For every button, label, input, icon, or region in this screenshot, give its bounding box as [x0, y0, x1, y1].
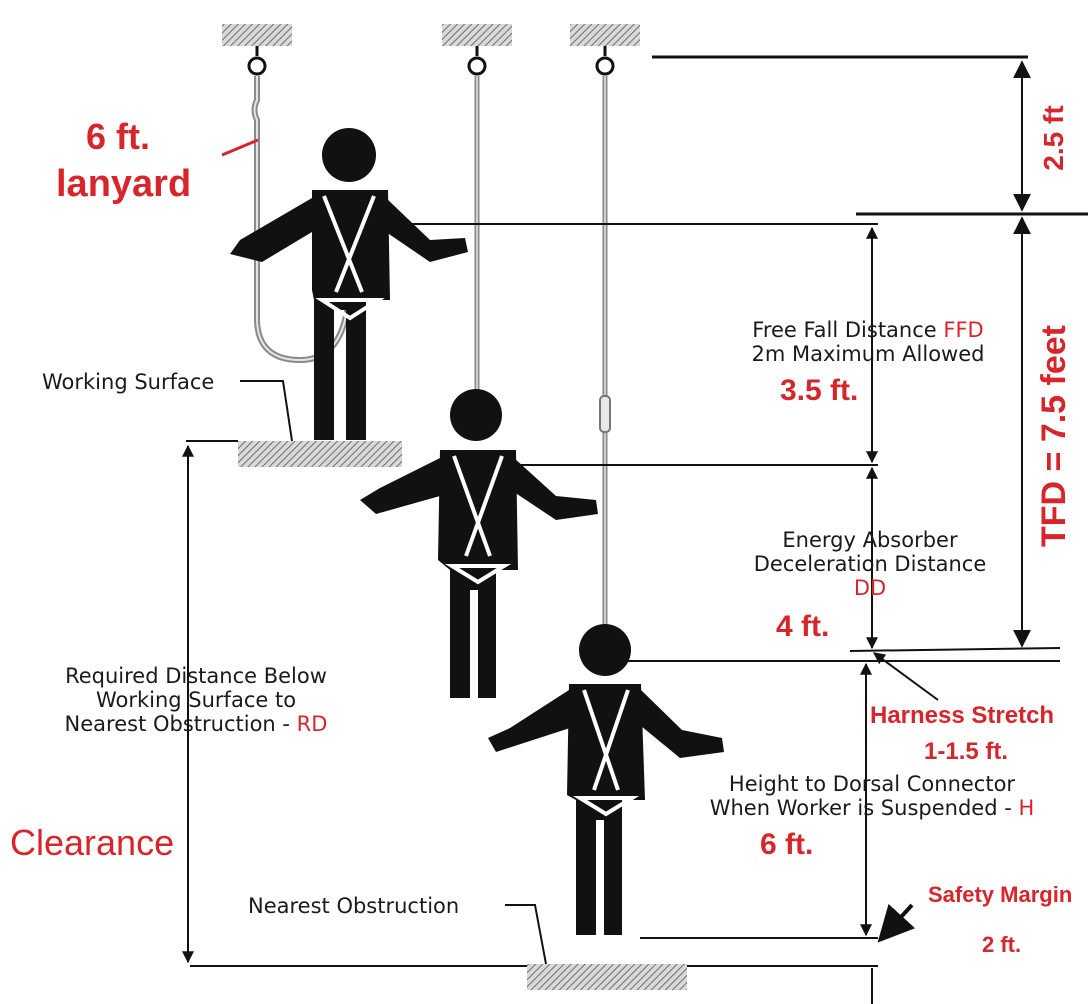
rd-line-2: Working Surface to: [95, 688, 297, 712]
harness-stretch-arrow: [873, 652, 939, 701]
top-distance-label: 2.5 ft: [1038, 105, 1069, 171]
worker-standing: [230, 128, 468, 440]
anchor-block-1: [222, 24, 292, 46]
anchor-block-3: [570, 24, 640, 46]
working-surface-leader: [240, 380, 293, 442]
dd-value: 4 ft.: [776, 610, 830, 643]
working-surface-block: [238, 441, 402, 467]
h-description: Height to Dorsal Connector When Worker i…: [684, 772, 1060, 820]
harness-stretch-label: Harness Stretch: [870, 702, 1055, 729]
harness-stretch-value: 1-1.5 ft.: [924, 738, 1009, 765]
ffd-value: 3.5 ft.: [780, 374, 859, 407]
dd-line-2: Deceleration Distance: [753, 552, 987, 576]
ffd-line-2: 2m Maximum Allowed: [751, 342, 985, 366]
h-code: H: [1018, 796, 1035, 820]
ref-line-tfd-bottom: [849, 647, 1061, 652]
worker-falling: [360, 389, 598, 698]
safety-margin-label: Safety Margin: [928, 882, 1073, 907]
obstruction-block: [527, 964, 687, 990]
lanyard-pointer: [221, 138, 259, 157]
rd-code: RD: [296, 712, 328, 736]
tfd-label: TFD = 7.5 feet: [1035, 325, 1073, 548]
anchor-hook-1: [247, 46, 267, 76]
ffd-line-1: Free Fall Distance: [752, 318, 944, 342]
safety-margin-value: 2 ft.: [982, 932, 1022, 957]
ffd-description: Free Fall Distance FFD 2m Maximum Allowe…: [728, 318, 1008, 366]
h-line-2: When Worker is Suspended -: [709, 796, 1019, 820]
dd-code: DD: [853, 576, 887, 600]
dd-line-1: Energy Absorber: [782, 528, 958, 552]
anchor-block-2: [442, 24, 512, 46]
worker-suspended: [488, 624, 724, 935]
rd-line-1: Required Distance Below: [65, 664, 327, 688]
rd-description: Required Distance Below Working Surface …: [38, 664, 354, 736]
anchor-hook-3: [595, 46, 615, 76]
working-surface-label: Working Surface: [42, 370, 215, 394]
obstruction-leader: [505, 904, 547, 965]
lanyard-label: lanyard: [56, 163, 192, 205]
ffd-code: FFD: [943, 318, 984, 342]
h-line-1: Height to Dorsal Connector: [728, 772, 1016, 796]
energy-absorber: [599, 395, 611, 433]
h-value: 6 ft.: [760, 828, 814, 861]
anchor-hook-2: [467, 46, 487, 76]
nearest-obstruction-label: Nearest Obstruction: [248, 894, 460, 918]
safety-margin-arrow: [877, 903, 916, 943]
lanyard-value: 6 ft.: [86, 116, 151, 157]
dd-description: Energy Absorber Deceleration Distance DD: [730, 528, 1010, 600]
clearance-label: Clearance: [10, 822, 175, 863]
rd-line-3: Nearest Obstruction -: [64, 712, 297, 736]
